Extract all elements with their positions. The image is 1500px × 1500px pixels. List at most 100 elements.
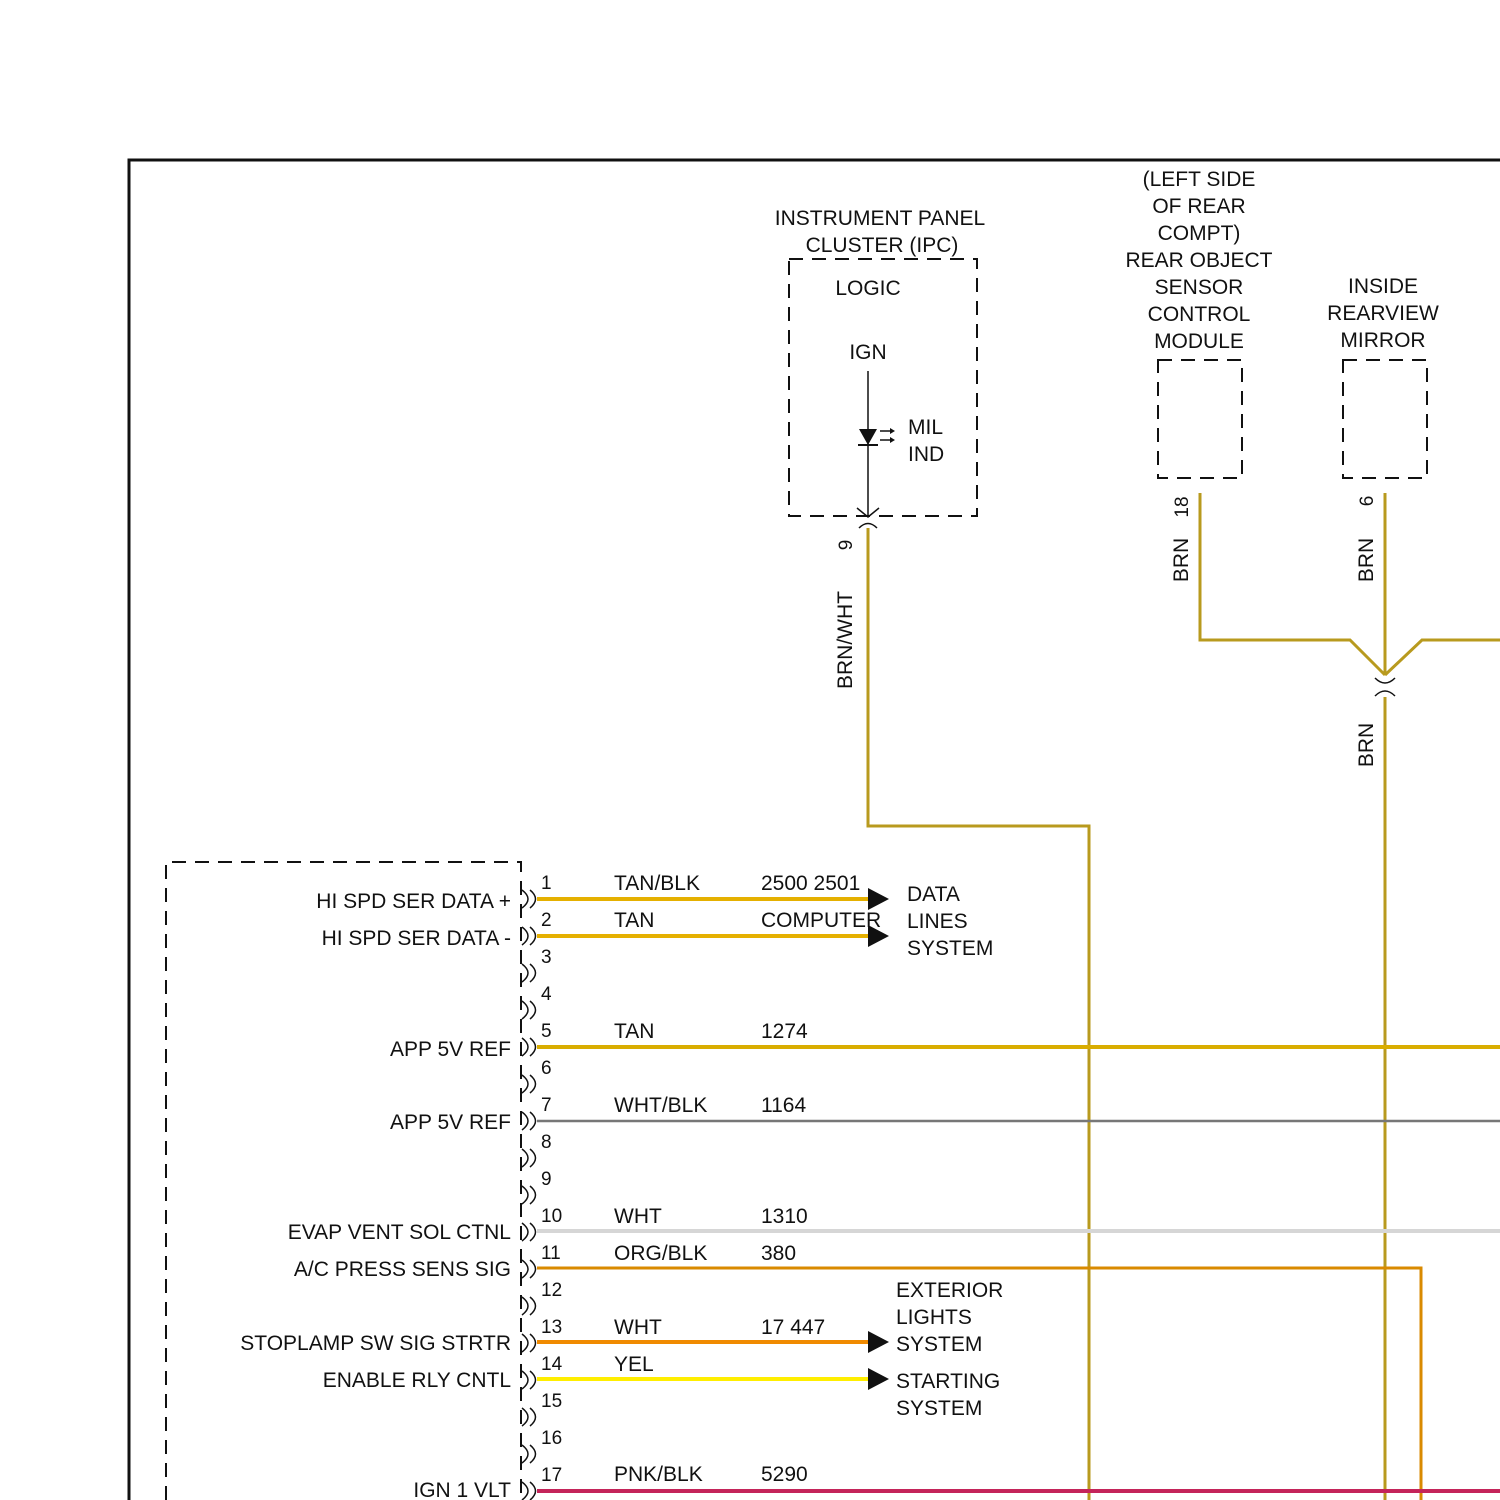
diagram-frame [129, 160, 1500, 1500]
wire-color-pin-7: WHT/BLK [614, 1094, 707, 1117]
pin-number: 14 [541, 1354, 563, 1375]
mirror-title-line-1: INSIDE [1348, 275, 1418, 298]
connector-terminal-icon [522, 1001, 536, 1019]
mirror-title-line-2: REARVIEW [1327, 302, 1439, 325]
signal-label-pin-10: EVAP VENT SOL CTNL [288, 1221, 511, 1244]
starting-label-1: STARTING [896, 1370, 1000, 1393]
ipc-ign-label: IGN [849, 341, 886, 364]
circuit-pin-7: 1164 [761, 1094, 806, 1117]
offpage-brn-wire [1385, 640, 1500, 675]
connector-terminal-icon [522, 890, 536, 908]
destination-labels: DATA LINES SYSTEM EXTERIOR LIGHTS SYSTEM… [896, 883, 1003, 1420]
mirror-module-box [1343, 360, 1427, 478]
connector-terminal-icon [522, 1482, 536, 1500]
signal-label-pin-1: HI SPD SER DATA + [316, 890, 511, 913]
wire-color-pin-14: YEL [614, 1353, 654, 1376]
pin-number: 7 [541, 1095, 552, 1116]
signal-label-pin-13: STOPLAMP SW SIG STRTR [240, 1332, 511, 1355]
rear-sensor-title-line-7: MODULE [1154, 330, 1244, 353]
mirror-wire-color: BRN [1355, 538, 1378, 582]
rear-sensor-pin-number: 18 [1172, 496, 1193, 517]
ipc-logic-label: LOGIC [835, 277, 900, 300]
pin-number: 13 [541, 1317, 562, 1338]
connector-terminal-icon [522, 1297, 536, 1315]
pin-number: 9 [541, 1169, 552, 1190]
pin-number: 12 [541, 1280, 562, 1301]
rear-sensor-title-line-5: SENSOR [1155, 276, 1244, 299]
connector-terminal-icon [522, 1075, 536, 1093]
signal-label-pin-7: APP 5V REF [390, 1111, 511, 1134]
wire-color-pin-11: ORG/BLK [614, 1242, 707, 1265]
mirror-title-line-3: MIRROR [1340, 329, 1425, 352]
exterior-lights-label-2: LIGHTS [896, 1306, 972, 1329]
ipc-pin-number: 9 [836, 540, 857, 551]
exterior-lights-label-3: SYSTEM [896, 1333, 982, 1356]
exterior-lights-label-1: EXTERIOR [896, 1279, 1003, 1302]
circuit-pin-5: 1274 [761, 1020, 808, 1043]
rear-sensor-title-line-6: CONTROL [1148, 303, 1251, 326]
pin-number: 15 [541, 1391, 562, 1412]
circuit-pin-2: COMPUTER [761, 909, 881, 932]
connector-terminal-icon [522, 1038, 536, 1056]
rear-sensor-title-line-1: (LEFT SIDE [1143, 168, 1256, 191]
pin-number: 5 [541, 1021, 552, 1042]
rear-sensor-title-line-2: OF REAR [1152, 195, 1245, 218]
splice-connector-icon [1375, 678, 1395, 696]
rear-sensor-wire-color: BRN [1170, 538, 1193, 582]
mil-label-line-2: IND [908, 443, 944, 466]
splice-wire-color: BRN [1355, 723, 1378, 767]
connector-terminal-icon [522, 1371, 536, 1389]
circuit-pin-13: 17 447 [761, 1316, 825, 1339]
pin-number: 1 [541, 873, 552, 894]
circuit-pin-17: 5290 [761, 1463, 808, 1486]
connector-terminal-icon [522, 1149, 536, 1167]
wire-color-pin-5: TAN [614, 1020, 654, 1043]
pin-number: 11 [541, 1243, 561, 1264]
connector-terminal-icon [522, 1186, 536, 1204]
pin-number: 2 [541, 910, 552, 931]
pin-number: 17 [541, 1465, 562, 1486]
rear-sensor-title-line-3: COMPT) [1158, 222, 1241, 245]
connector-terminal-icon [522, 964, 536, 982]
wire-color-pin-17: PNK/BLK [614, 1463, 703, 1486]
connector-terminal-icon [522, 927, 536, 945]
rear-sensor-brn-wire [1200, 493, 1385, 675]
arrow-pin-1-icon [868, 888, 889, 910]
connector-terminal-icon [522, 1445, 536, 1463]
signal-label-pin-17: IGN 1 VLT [413, 1479, 511, 1500]
signal-label-pin-5: APP 5V REF [390, 1038, 511, 1061]
signal-label-pin-11: A/C PRESS SENS SIG [294, 1258, 511, 1281]
connector-terminal-icon [522, 1112, 536, 1130]
wire-labels: TAN/BLK 2500 2501 TAN COMPUTER TAN 1274 … [614, 872, 881, 1486]
data-lines-label-2: LINES [907, 910, 968, 933]
connector-terminal-icon [522, 1408, 536, 1426]
arrow-pin-13-icon [868, 1331, 889, 1353]
pin-number: 3 [541, 947, 552, 968]
ecm-signal-labels: HI SPD SER DATA + HI SPD SER DATA - APP … [240, 890, 511, 1500]
connector-terminal-icon [522, 1223, 536, 1241]
ecm-wires [537, 888, 1500, 1500]
pin-number: 16 [541, 1428, 562, 1449]
signal-label-pin-14: ENABLE RLY CNTL [323, 1369, 511, 1392]
ipc-title-line-2: CLUSTER (IPC) [806, 234, 959, 257]
pin-number: 6 [541, 1058, 552, 1079]
signal-label-pin-2: HI SPD SER DATA - [322, 927, 511, 950]
data-lines-label-3: SYSTEM [907, 937, 993, 960]
arrow-pin-14-icon [868, 1368, 889, 1390]
wire-color-pin-2: TAN [614, 909, 654, 932]
wire-color-pin-10: WHT [614, 1205, 662, 1228]
ipc-title-line-1: INSTRUMENT PANEL [775, 207, 985, 230]
rear-sensor-title-line-4: REAR OBJECT [1125, 249, 1272, 272]
data-lines-label-1: DATA [907, 883, 960, 906]
mirror-component: INSIDE REARVIEW MIRROR 6 BRN BRN [1327, 275, 1500, 1500]
circuit-pin-1: 2500 2501 [761, 872, 860, 895]
wire-color-pin-1: TAN/BLK [614, 872, 700, 895]
pin-number: 10 [541, 1206, 562, 1227]
connector-terminal-icon [522, 1260, 536, 1278]
rear-sensor-module-box [1158, 360, 1242, 478]
wire-color-pin-13: WHT [614, 1316, 662, 1339]
ecm-module-box [166, 862, 521, 1500]
